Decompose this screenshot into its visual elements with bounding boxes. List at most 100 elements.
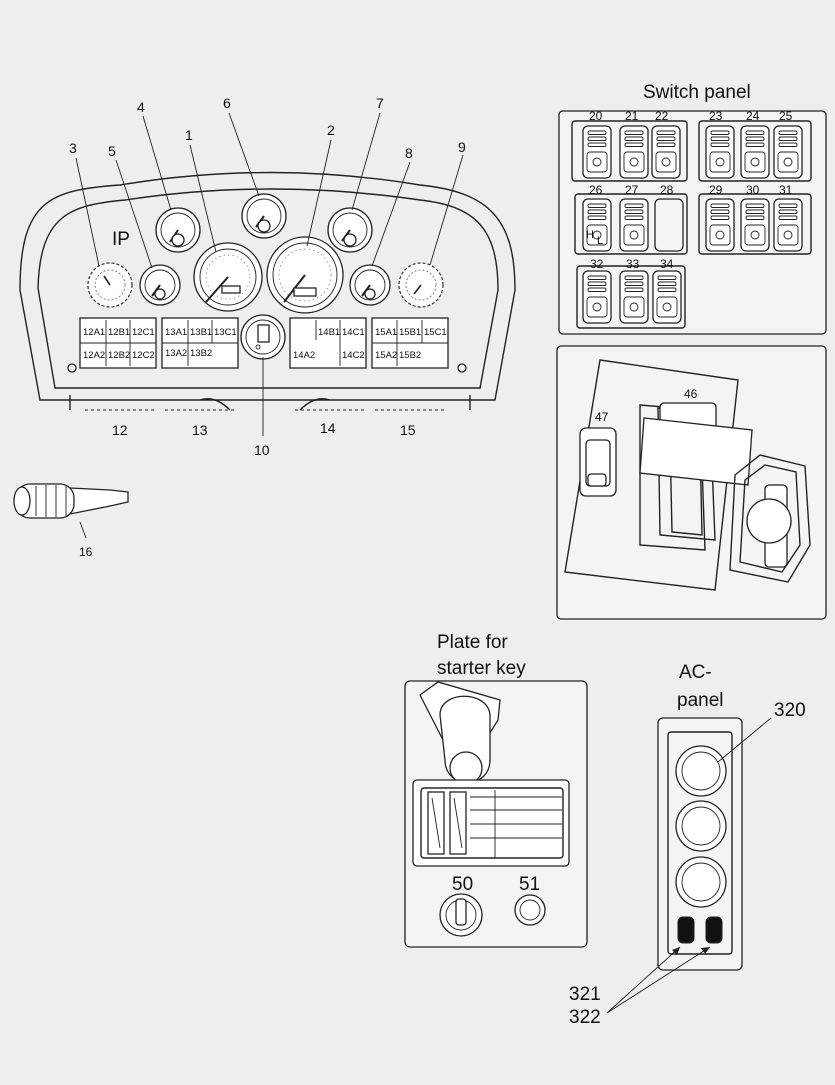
callout-14: 14 (320, 420, 336, 436)
display-10 (240, 314, 286, 360)
switch-button-30[interactable] (740, 198, 770, 252)
switch-symbol-icon (777, 224, 799, 246)
connector-label: 15A2 (375, 350, 397, 361)
item-46-lever-handle[interactable] (639, 417, 753, 486)
switch-symbol-icon (586, 224, 608, 246)
switch-symbol-icon (623, 151, 645, 173)
callout-9: 9 (458, 139, 466, 155)
switch-button-29[interactable] (705, 198, 735, 252)
gauge-3-fuel (87, 262, 133, 308)
callout-24: 24 (746, 109, 760, 123)
callout-13: 13 (192, 422, 208, 438)
ip-screw-right (457, 363, 467, 373)
callout-32: 32 (590, 257, 604, 271)
callout-3: 3 (69, 140, 77, 156)
switch-button-31[interactable] (773, 198, 803, 252)
connector-label: 12C2 (132, 350, 155, 361)
item-322-switch[interactable] (705, 916, 723, 944)
gauge-2-tachometer (266, 236, 344, 314)
gauge-8 (349, 264, 391, 306)
item-320-knob[interactable] (675, 745, 727, 797)
gauge-9 (398, 262, 444, 308)
connector-box-13: 13A1 13B1 13C1 13A2 13B2 (161, 317, 239, 369)
callout-21: 21 (625, 109, 639, 123)
ac-panel-heading-2: panel (677, 690, 724, 711)
switch-symbol-icon (744, 224, 766, 246)
switch-button-22[interactable] (651, 125, 681, 179)
connector-label: 13B2 (190, 348, 212, 359)
switch-button-26[interactable] (582, 198, 612, 252)
gear-selector-knob[interactable] (746, 498, 792, 544)
callout-5: 5 (108, 143, 116, 159)
callout-7: 7 (376, 95, 384, 111)
callout-4: 4 (137, 99, 145, 115)
callout-20: 20 (589, 109, 603, 123)
callout-10: 10 (254, 442, 270, 458)
switch-symbol-icon (655, 151, 677, 173)
ac-knob-middle[interactable] (675, 800, 727, 852)
connector-label: 12B1 (108, 327, 130, 338)
switch-button-27[interactable] (619, 198, 649, 252)
gauge-leader-lines (75, 112, 464, 436)
starter-plate-heading-1: Plate for (437, 632, 508, 653)
connector-label: 14B1 (318, 327, 340, 338)
callout-46: 46 (684, 387, 698, 401)
ac-panel-heading-1: AC- (679, 662, 712, 683)
connector-label: 12A1 (83, 327, 105, 338)
switch-symbol-icon (586, 151, 608, 173)
ac-panel: AC- panel 320 321 322 (569, 662, 806, 1028)
connector-label: 15C1 (424, 327, 447, 338)
switch-symbol-icon (656, 296, 678, 318)
callout-51: 51 (519, 874, 540, 895)
switch-panel-heading: Switch panel (643, 82, 751, 103)
connector-label: 13A2 (165, 348, 187, 359)
switch-button-20[interactable] (582, 125, 612, 179)
switch-button-25[interactable] (773, 125, 803, 179)
callout-25: 25 (779, 109, 793, 123)
switch-button-34[interactable] (652, 270, 682, 324)
item-16-knob: 16 (13, 483, 129, 559)
ip-mount-lines (69, 395, 471, 411)
callout-26: 26 (589, 183, 603, 197)
switch-symbol-icon (586, 296, 608, 318)
item-51-button[interactable] (514, 894, 546, 926)
connector-box-15: 15A1 15B1 15C1 15A2 15B2 (371, 317, 449, 369)
switch-button-33[interactable] (619, 270, 649, 324)
switch-button-24[interactable] (740, 125, 770, 179)
switch-button-21[interactable] (619, 125, 649, 179)
switch-symbol-icon (709, 151, 731, 173)
callout-33: 33 (626, 257, 640, 271)
callout-16: 16 (79, 545, 93, 559)
switch-button-32[interactable] (582, 270, 612, 324)
gauge-7 (327, 207, 373, 253)
callout-15: 15 (400, 422, 416, 438)
callout-2: 2 (327, 122, 335, 138)
switch-button-28[interactable] (654, 198, 684, 252)
connector-label: 12C1 (132, 327, 155, 338)
item-321-switch[interactable] (677, 916, 695, 944)
connector-box-12: 12A1 12B1 12C1 12A2 12B2 12C2 (79, 317, 157, 369)
switch-symbol-icon (744, 151, 766, 173)
connector-label: 14A2 (293, 350, 315, 361)
connector-label: 15B2 (399, 350, 421, 361)
lever-panel-frame (556, 345, 827, 620)
callout-23: 23 (709, 109, 723, 123)
gauge-6 (241, 193, 287, 239)
callout-322: 322 (569, 1007, 601, 1028)
callout-1: 1 (185, 127, 193, 143)
callout-47: 47 (595, 410, 609, 424)
callout-12: 12 (112, 422, 128, 438)
connector-label: 12A2 (83, 350, 105, 361)
switch-button-23[interactable] (705, 125, 735, 179)
callout-320: 320 (774, 700, 806, 721)
ac-knob-lower[interactable] (675, 856, 727, 908)
lever-plate (564, 359, 739, 591)
connector-label: 15B1 (399, 327, 421, 338)
callout-22: 22 (655, 109, 669, 123)
switch-symbol-icon (709, 224, 731, 246)
connector-label: 14C1 (342, 327, 365, 338)
ip-housing-inner (37, 188, 499, 389)
